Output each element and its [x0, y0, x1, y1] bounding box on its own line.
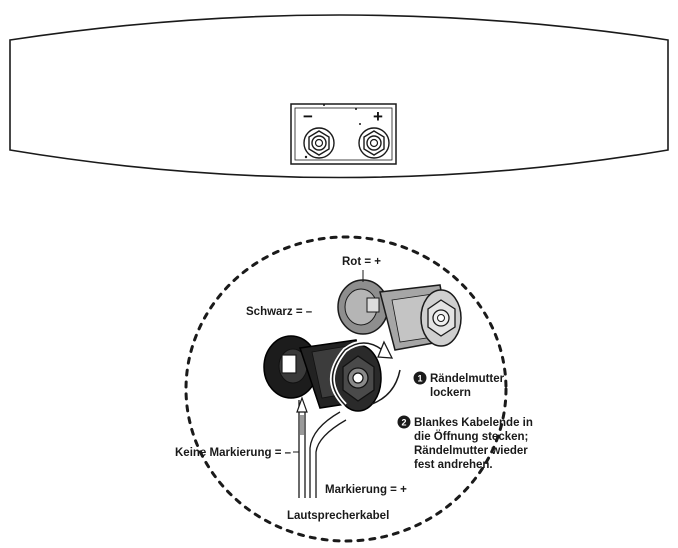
label-lautsprecherkabel: Lautsprecherkabel: [287, 510, 389, 522]
label-rot: Rot = +: [342, 256, 381, 268]
svg-text:2: 2: [402, 418, 407, 428]
step-2-badge: [397, 415, 411, 429]
step-2-line-3: Rändelmutter wieder: [414, 445, 528, 457]
black-terminal-icon: [263, 335, 382, 412]
detail-circle: [184, 235, 508, 543]
binding-post-positive-icon: [358, 127, 390, 159]
speaker-cable-icon: [296, 396, 347, 498]
step-1: 1 Rändelmutter lockern: [413, 371, 505, 399]
step-2-line-1: Blankes Kabelende in: [414, 417, 533, 429]
step-1-badge: [413, 371, 427, 385]
leader-lines: [293, 270, 364, 453]
label-markierung: Markierung = +: [325, 484, 407, 496]
step-2-line-4: fest andrehen.: [414, 459, 493, 471]
step-1-line-2: lockern: [430, 387, 471, 399]
red-terminal-icon: [337, 279, 462, 351]
minus-sign: −: [303, 107, 313, 126]
rotate-arrow-icon: [330, 340, 401, 407]
step-1-line-1: Rändelmutter: [430, 373, 505, 385]
detail-view: Rot = + Schwarz = – Keine Markierung = –…: [175, 235, 533, 543]
plus-sign: +: [373, 107, 383, 126]
label-keine-markierung: Keine Markierung = –: [175, 447, 292, 459]
step-2-line-2: die Öffnung stecken;: [414, 430, 528, 443]
speaker-back-panel: − +: [9, 14, 669, 179]
panel-outline: [9, 14, 669, 179]
terminal-plate: − +: [290, 103, 397, 165]
label-schwarz: Schwarz = –: [246, 306, 313, 318]
svg-text:1: 1: [418, 374, 423, 384]
binding-post-negative-icon: [303, 127, 335, 159]
step-2: 2 Blankes Kabelende in die Öffnung steck…: [397, 415, 533, 471]
